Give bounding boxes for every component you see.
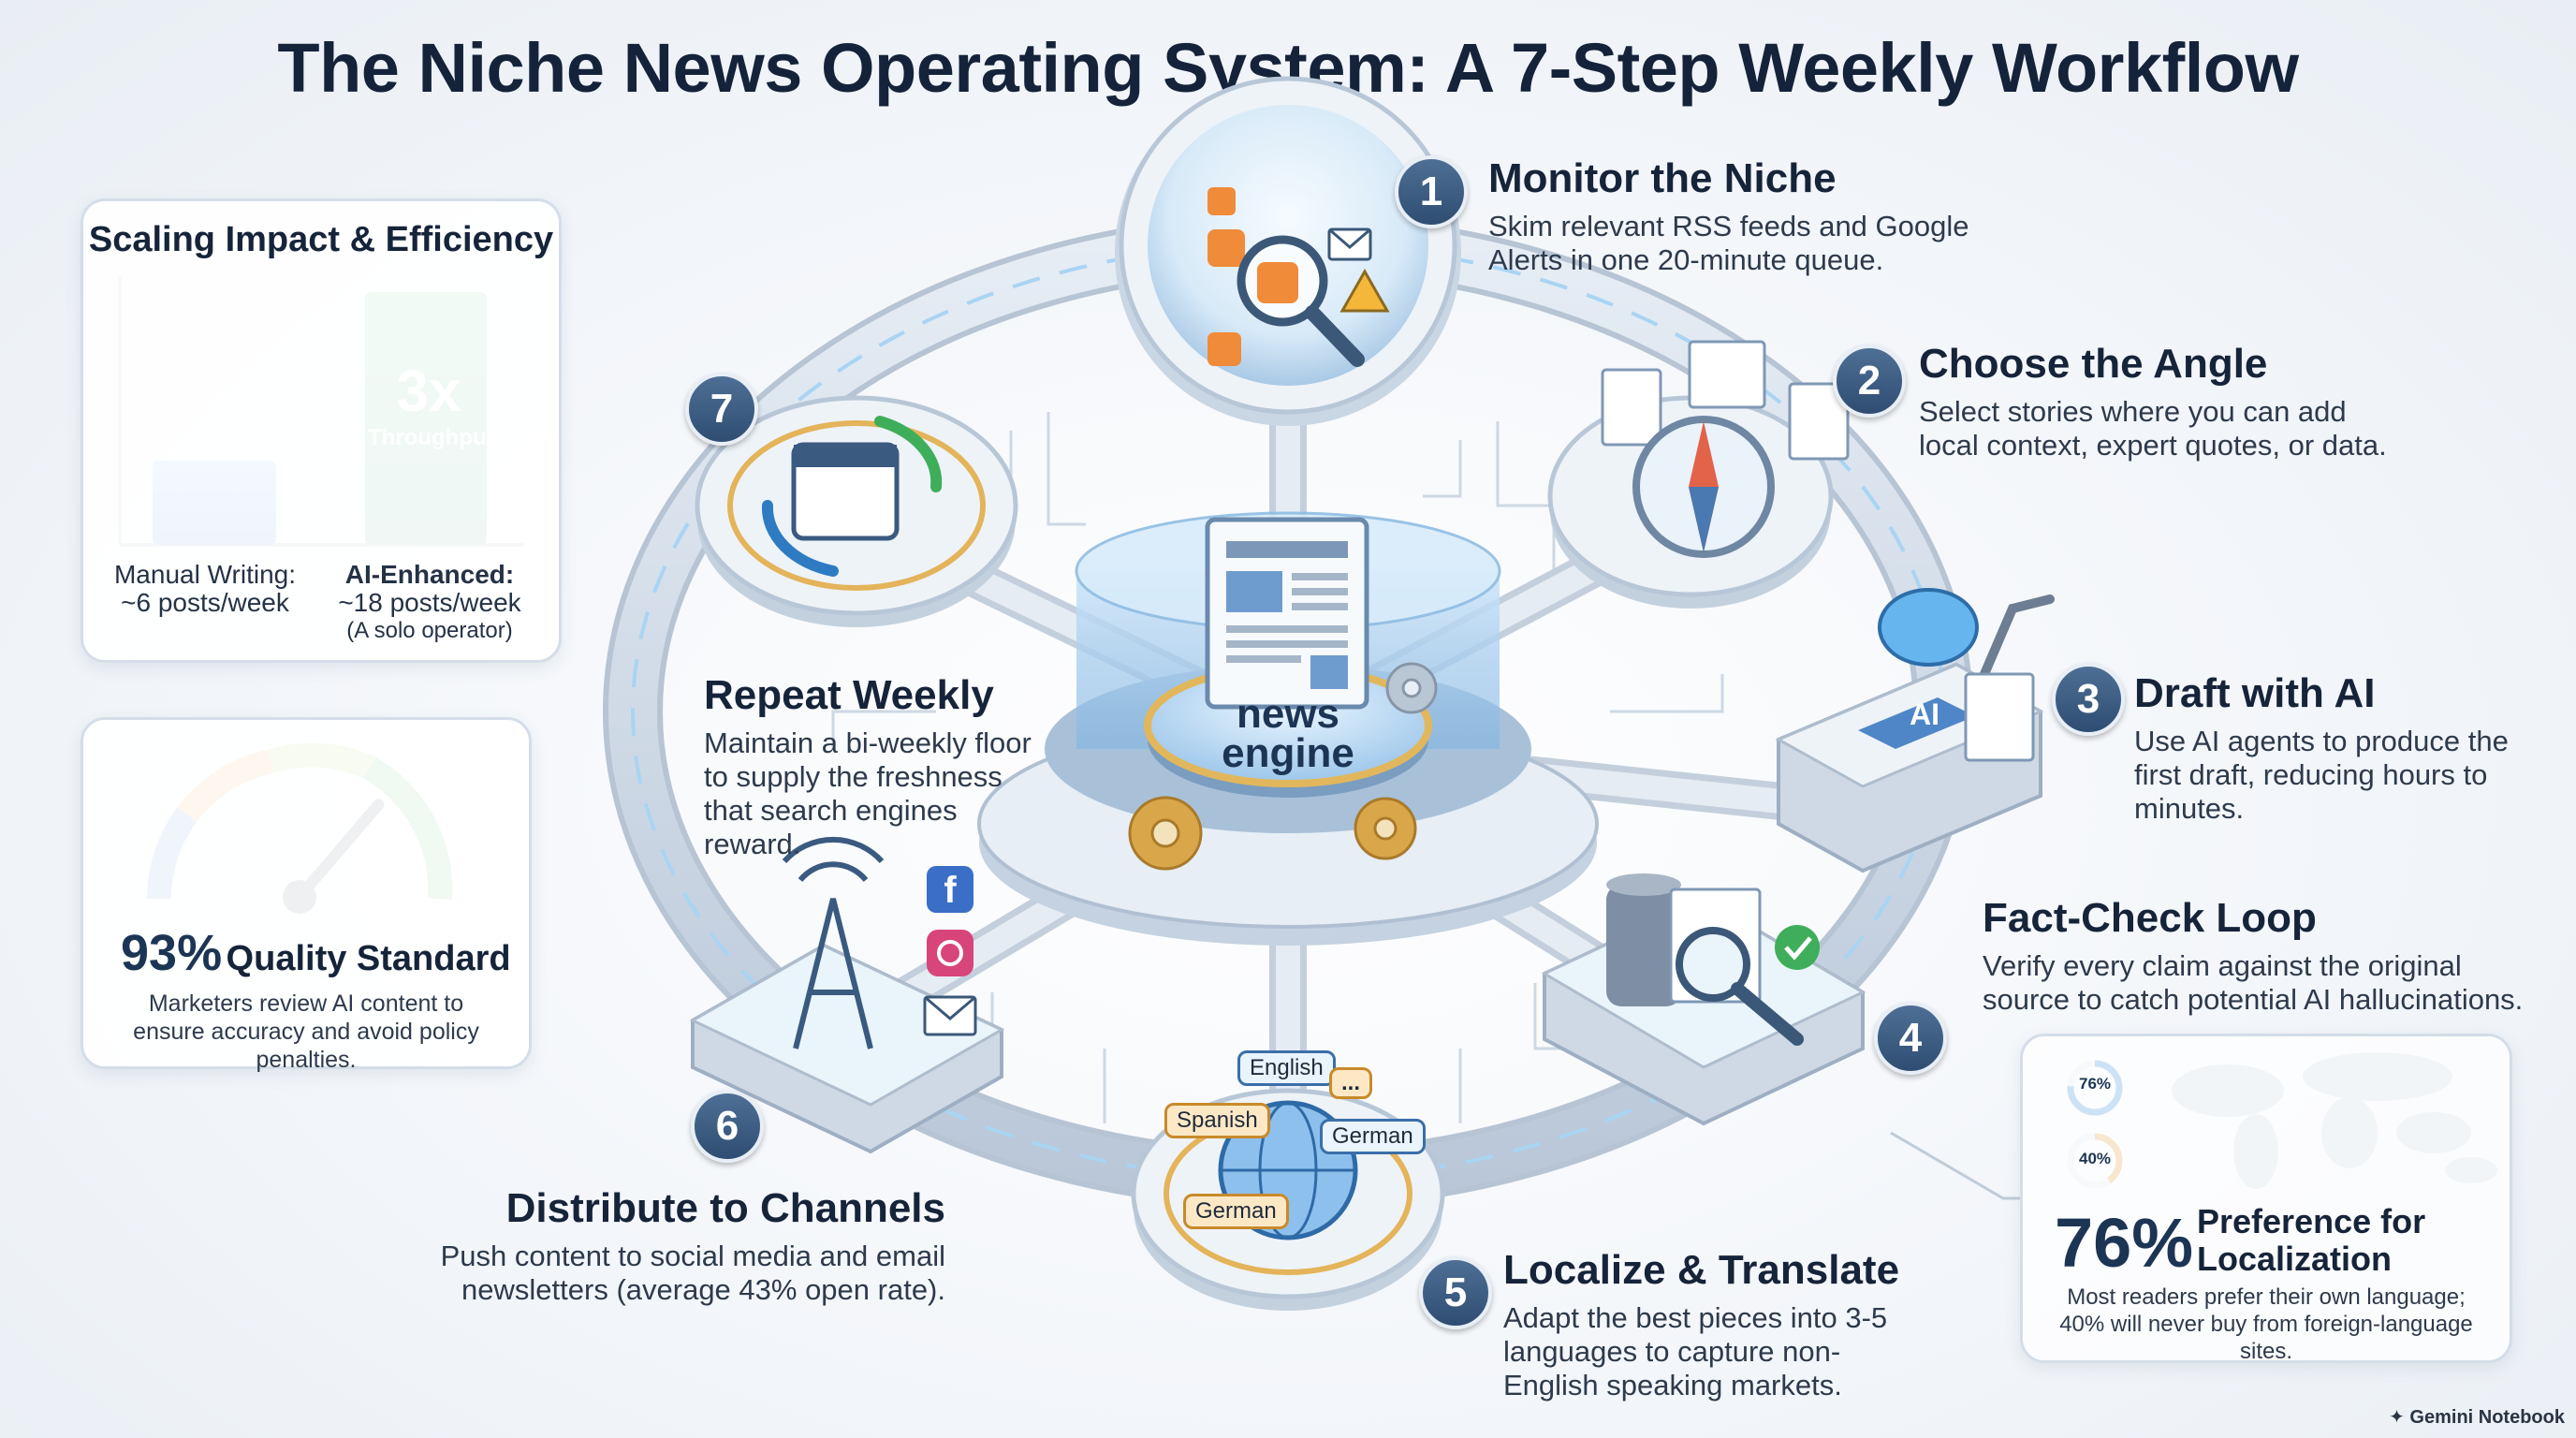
sparkle-icon: ✦ [2389,1407,2405,1428]
calendar-icon [791,442,900,541]
node-angle [1547,340,1850,609]
step-badge-6: 6 [691,1090,764,1163]
ai-chip-label: AI [1910,697,1939,731]
magnifier-icon [1237,235,1365,367]
step-badge-3: 3 [2052,663,2125,736]
bar-label-ai-line3: (A solo operator) [346,618,513,643]
step-badge-2: 2 [1833,345,1906,418]
broadcast-tower-icon [782,836,885,1049]
step-6-desc: Push content to social media and email n… [440,1240,945,1306]
step-1-desc: Skim relevant RSS feeds and Google Alert… [1488,210,1969,276]
gear-icon [1385,662,1438,714]
connector-line [1890,1131,2022,1200]
check-icon [1775,925,1820,970]
document-icon [1601,340,1850,461]
hub-label-line2: engine [1222,730,1354,776]
email-icon [923,995,977,1036]
step-badge-7: 7 [685,373,758,446]
news-engine-hub [977,511,1599,946]
donut-label-40: 40% [2078,1150,2112,1167]
chip-icon [1858,697,1975,749]
throughput-label: 3x Throughput [368,359,494,451]
step-1-title: Monitor the Niche [1488,155,1837,201]
node-monitor [1115,76,1461,426]
step-5-title: Localize & Translate [1503,1247,1900,1293]
instagram-icon [927,930,973,976]
quality-label: Quality Standard [226,939,511,978]
robot-arm-icon [1980,594,2055,679]
gear-icon [1128,796,1417,871]
hub-label: news engine [1157,691,1419,776]
watermark: ✦ Gemini Notebook [2389,1405,2565,1429]
facebook-icon: f [927,866,973,913]
email-icon [1327,227,1372,261]
watermark-text: Gemini Notebook [2409,1407,2565,1428]
svg-text:f: f [944,870,957,911]
localization-value: 76% [2055,1204,2194,1282]
node-draft-ai [1775,588,2055,873]
localization-panel: 76% Preference for Localization Most rea… [2020,1034,2512,1364]
language-bubble-german-2: German [1183,1194,1289,1229]
step-badge-4: 4 [1874,1002,1947,1075]
bar-label-manual-line2: ~6 posts/week [121,588,289,617]
step-6-text: Distribute to Channels Push content to s… [440,1185,945,1307]
document-icon [1964,672,2035,762]
localization-label-line2: Localization [2197,1240,2393,1278]
circuit-traces [831,412,1724,1123]
quality-headline: 93% Quality Standard [121,924,511,982]
node-fact-check [1541,873,1866,1126]
bar-label-ai-line2: ~18 posts/week [338,588,521,617]
step-2-text: Choose the Angle Select stories where yo… [1919,341,2406,462]
step-1-text: Monitor the Niche Skim relevant RSS feed… [1488,155,2012,277]
scaling-impact-panel: Scaling Impact & Efficiency 3x Throughpu… [80,198,562,663]
step-5-text: Localize & Translate Adapt the best piec… [1503,1247,1925,1402]
step-3-title: Draft with AI [2134,670,2376,716]
step-3-desc: Use AI agents to produce the first draft… [2134,725,2509,825]
compass-icon [1632,416,1775,558]
language-bubble-german: German [1320,1119,1426,1154]
database-icon [1606,873,1681,1006]
step-4-text: Fact-Check Loop Verify every claim again… [1983,895,2525,1017]
newspaper-icon [1205,517,1369,710]
bar-label-ai-line1: AI-Enhanced: [344,560,515,589]
hub-label-line1: news [1236,691,1340,737]
donut-label-76: 76% [2078,1075,2112,1093]
step-7-text: Repeat Weekly Maintain a bi-weekly floor… [704,672,1041,861]
language-bubble-spanish: Spanish [1164,1103,1270,1138]
bar-label-manual: Manual Writing: ~6 posts/week [111,561,299,617]
localization-label: Preference for Localization [2197,1203,2425,1278]
step-7-desc: Maintain a bi-weekly floor to supply the… [704,726,1032,860]
step-5-desc: Adapt the best pieces into 3-5 languages… [1503,1301,1888,1401]
step-badge-5: 5 [1419,1256,1492,1329]
step-4-title: Fact-Check Loop [1983,895,2317,941]
refresh-arrows-icon [761,416,943,577]
step-2-desc: Select stories where you can add local c… [1919,395,2387,462]
step-badge-1: 1 [1395,155,1468,228]
bar-label-manual-line1: Manual Writing: [113,560,296,589]
rss-icon [1208,187,1245,366]
quality-desc: Marketers review AI content to ensure ac… [133,990,479,1073]
warning-icon [1339,268,1390,313]
localization-label-line1: Preference for [2197,1202,2426,1240]
localization-desc: Most readers prefer their own language; … [2059,1284,2473,1364]
node-distribute: f [689,836,1005,1154]
step-7-title: Repeat Weekly [704,672,994,718]
step-3-text: Draft with AI Use AI agents to produce t… [2134,670,2518,826]
step-4-desc: Verify every claim against the original … [1983,949,2524,1016]
step-2-title: Choose the Angle [1919,341,2268,387]
bar-label-ai: AI-Enhanced: ~18 posts/week (A solo oper… [317,561,542,645]
magnifier-icon [1676,927,1804,1046]
language-bubble-english: English [1237,1050,1336,1086]
quality-standard-panel: 93% Quality Standard Marketers review AI… [80,717,532,1073]
node-repeat [695,395,1018,627]
brain-icon [1878,588,1979,667]
speech-bubble-icon: ... [1329,1067,1373,1099]
throughput-value: 3x [396,360,461,424]
quality-value: 93% [121,925,223,981]
throughput-sublabel: Throughput [368,425,494,450]
step-6-title: Distribute to Channels [505,1185,945,1231]
scaling-panel-title: Scaling Impact & Efficiency [88,220,554,259]
